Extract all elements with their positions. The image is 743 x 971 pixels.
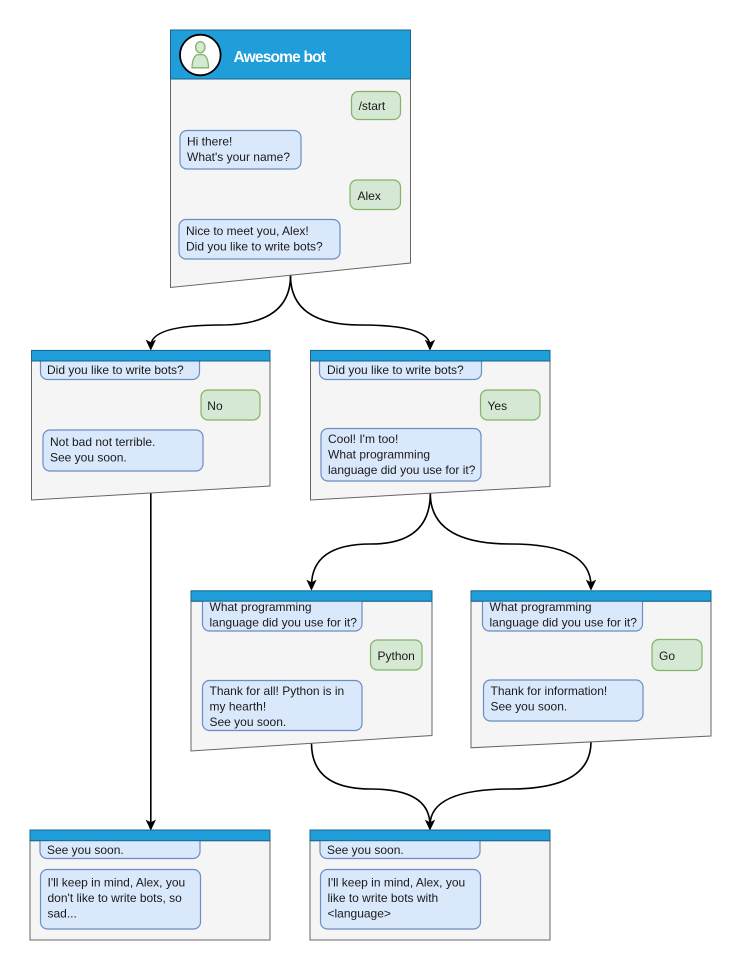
svg-text:<language>: <language> — [328, 907, 391, 921]
svg-text:language did you use for it?: language did you use for it? — [490, 616, 638, 630]
svg-text:See you soon.: See you soon. — [47, 843, 124, 857]
svg-text:/start: /start — [359, 99, 386, 113]
svg-text:I'll keep in mind, Alex, you: I'll keep in mind, Alex, you — [328, 876, 466, 890]
svg-text:my hearth!: my hearth! — [210, 700, 267, 714]
svg-text:What programming: What programming — [210, 600, 312, 614]
svg-text:language did you use for it?: language did you use for it? — [210, 616, 358, 630]
svg-text:sad...: sad... — [48, 907, 77, 921]
svg-text:Thank for information!: Thank for information! — [491, 684, 608, 698]
svg-text:don't like to write bots, so: don't like to write bots, so — [48, 891, 183, 905]
svg-text:Did you like to write bots?: Did you like to write bots? — [47, 363, 184, 377]
svg-text:Yes: Yes — [488, 399, 508, 413]
svg-text:Go: Go — [659, 649, 675, 663]
svg-text:Alex: Alex — [358, 189, 381, 203]
svg-text:See you soon.: See you soon. — [210, 715, 287, 729]
svg-text:Nice to meet you, Alex!: Nice to meet you, Alex! — [186, 224, 309, 238]
svg-text:What programming: What programming — [328, 448, 430, 462]
svg-text:language did you use for it?: language did you use for it? — [328, 463, 476, 477]
svg-text:Did you like to write bots?: Did you like to write bots? — [327, 363, 464, 377]
svg-text:What programming: What programming — [490, 600, 592, 614]
svg-text:See you soon.: See you soon. — [327, 843, 404, 857]
svg-text:I'll keep in mind, Alex, you: I'll keep in mind, Alex, you — [48, 876, 186, 890]
svg-text:like to write bots with: like to write bots with — [328, 891, 439, 905]
svg-text:What's your name?: What's your name? — [187, 150, 290, 164]
svg-text:Thank for all! Python is in: Thank for all! Python is in — [210, 684, 345, 698]
svg-text:Did you like to write bots?: Did you like to write bots? — [186, 240, 323, 254]
svg-text:Not bad not terrible.: Not bad not terrible. — [50, 435, 155, 449]
svg-text:Hi there!: Hi there! — [187, 135, 232, 149]
svg-text:Awesome bot: Awesome bot — [234, 49, 326, 66]
svg-text:See you soon.: See you soon. — [491, 700, 568, 714]
svg-text:Python: Python — [378, 649, 415, 663]
svg-text:Cool! I'm too!: Cool! I'm too! — [328, 432, 398, 446]
svg-text:No: No — [207, 399, 223, 413]
svg-text:See you soon.: See you soon. — [50, 451, 127, 465]
